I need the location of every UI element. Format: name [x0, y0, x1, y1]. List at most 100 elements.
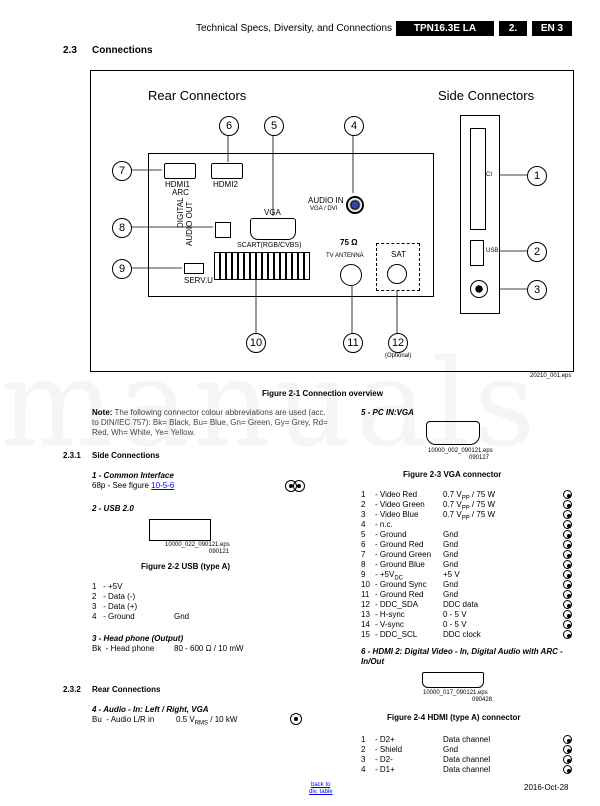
vga-caption: Figure 2-3 VGA connector: [403, 470, 502, 479]
vga-pin-symbol-icon: [563, 600, 572, 609]
audio-in-color: Bu: [92, 715, 102, 724]
vga-pin-row: 1- Video Red: [361, 490, 418, 499]
vga-pin-value: +5 V: [443, 570, 460, 579]
usb-pin-2: 2 - Data (-): [92, 592, 136, 601]
callout-6: 6: [219, 116, 239, 136]
vga-pin-value: Gnd: [443, 560, 459, 569]
hdmi2-port: [211, 163, 243, 179]
vga-pin-row: 10- Ground Sync: [361, 580, 427, 589]
note: Note: The following connector colour abb…: [92, 408, 332, 438]
sat-box: [376, 243, 420, 291]
audio-in-symbol-icon: [290, 713, 302, 725]
vga-pin-row: 12- DDC_SDA: [361, 600, 419, 609]
side-connections-num: 2.3.1: [63, 451, 81, 460]
vga-pin-value: Gnd: [443, 530, 459, 539]
headphone-title: 3 - Head phone (Output): [92, 634, 184, 643]
vga-pin-symbol-icon: [563, 500, 572, 509]
headphone-row: Bk - Head phone: [92, 644, 154, 654]
div-table-link[interactable]: div. table: [309, 789, 333, 795]
vga-port: [250, 218, 296, 240]
header-lang-badge: EN 3: [532, 21, 572, 36]
usb-eps: 10000_022_090121.eps: [165, 542, 230, 548]
hdmi-pin-value: Data channel: [443, 765, 491, 774]
audio-in-row: Bu - Audio L/R in: [92, 715, 154, 725]
vga-pin-value: 0.7 VPP / 75 W: [443, 490, 496, 502]
headphone-name: - Head phone: [105, 644, 155, 653]
rear-panel: [148, 153, 434, 297]
vga-pin-value: 0.7 VPP / 75 W: [443, 510, 496, 522]
hdmi-date: 090428: [472, 697, 493, 703]
vga-pin-value: 0 - 5 V: [443, 620, 467, 629]
tv-antenna-label: TV ANTENNA: [326, 253, 364, 259]
antenna-jack: [340, 264, 362, 286]
vga-pin-value: 0.7 VPP / 75 W: [443, 500, 496, 512]
vga-pin-symbol-icon: [563, 510, 572, 519]
header-section-badge: 2.: [499, 21, 527, 36]
callout-3: 3: [527, 280, 547, 300]
callout-lines: [130, 134, 527, 333]
hdmi-pin-symbol-icon: [563, 765, 572, 774]
usb-label: USB: [486, 248, 499, 254]
vga-pin-symbol-icon: [563, 630, 572, 639]
callout-9: 9: [112, 259, 132, 279]
hdmi-title: 6 - HDMI 2: Digital Video - In, Digital …: [361, 647, 563, 666]
usb-pin-4-value: Gnd: [174, 612, 190, 621]
audio-in-jack: [346, 196, 364, 214]
ci-title: 1 - Common Interface: [92, 471, 174, 480]
serv-port: [184, 263, 204, 274]
hdmi-pin-value: Data channel: [443, 735, 491, 744]
ci-figure-link[interactable]: 10-5-6: [151, 481, 175, 490]
callout-7: 7: [112, 161, 132, 181]
hdmi-connector-diagram: [422, 672, 484, 688]
hdmi-caption: Figure 2-4 HDMI (type A) connector: [387, 713, 521, 722]
side-panel: [460, 115, 500, 314]
callout-4: 4: [344, 116, 364, 136]
ci-slot: [470, 128, 486, 230]
note-text: The following connector colour abbreviat…: [92, 408, 328, 437]
ci-text: 68p - See figure 10-5-6: [92, 481, 174, 491]
figure1-eps: 20210_001.eps: [530, 373, 572, 379]
hdmi1-label: HDMI1: [165, 180, 190, 189]
vga-pin-symbol-icon: [563, 530, 572, 539]
vga-dvi-label: VGA / DVI: [310, 206, 338, 212]
vga-pin-row: 6- Ground Red: [361, 540, 424, 549]
vga-pin-symbol-icon: [563, 610, 572, 619]
side-connections-title: Side Connections: [92, 451, 160, 460]
vga-pin-row: 2- Video Green: [361, 500, 425, 509]
vga-pin-row: 15- DDC_SCL: [361, 630, 418, 639]
vga-pin-value: Gnd: [443, 580, 459, 589]
back-to-link[interactable]: back to: [311, 782, 331, 788]
serv-label: SERV.U: [184, 276, 213, 285]
sat-label: SAT: [391, 250, 406, 259]
hdmi1-port: [164, 163, 196, 179]
hdmi-pin-symbol-icon: [563, 745, 572, 754]
ci-symbol-icon-2: [293, 480, 305, 492]
watermark: manuals: [0, 335, 540, 474]
rear-connections-num: 2.3.2: [63, 685, 81, 694]
header-model-badge: TPN16.3E LA: [396, 21, 494, 36]
vga-connector-diagram: [426, 421, 480, 445]
callout-10: 10: [246, 333, 266, 353]
usb-pin-3: 3 - Data (+): [92, 602, 138, 611]
vga-pin-row: 3- Video Blue: [361, 510, 419, 519]
connection-overview-figure: [90, 70, 574, 372]
section-title: Connections: [92, 45, 153, 56]
hdmi-pin-symbol-icon: [563, 735, 572, 744]
ci-label: CI: [486, 172, 492, 178]
vga-pin-symbol-icon: [563, 570, 572, 579]
optional-label: (Optional): [385, 353, 412, 359]
arc-label: ARC: [172, 188, 189, 197]
vga-pin-symbol-icon: [563, 580, 572, 589]
rear-connectors-title: Rear Connectors: [148, 88, 247, 103]
digital-audio-port: [215, 222, 231, 238]
note-prefix: Note:: [92, 408, 113, 417]
usb-port: [470, 240, 484, 266]
footer-date: 2016-Oct-28: [524, 783, 569, 792]
vga-pin-row: 7- Ground Green: [361, 550, 432, 559]
usb-pin-1: 1 - +5V: [92, 582, 123, 591]
audio-in-title: 4 - Audio - In: Left / Right, VGA: [92, 705, 209, 714]
header-title: Technical Specs, Diversity, and Connecti…: [196, 23, 393, 34]
hdmi-pin-row: 1- D2+: [361, 735, 395, 744]
usb-title: 2 - USB 2.0: [92, 504, 134, 513]
usb-diagram: [149, 519, 211, 541]
